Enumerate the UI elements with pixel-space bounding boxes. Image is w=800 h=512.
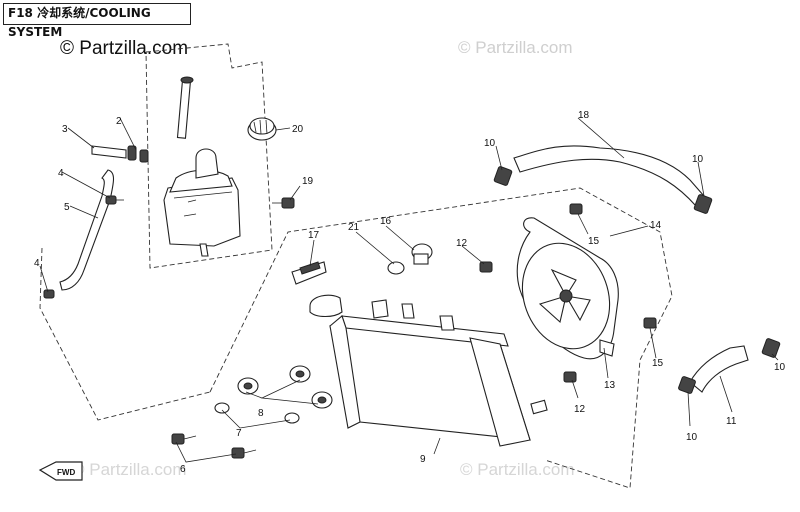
callout-10: 10: [692, 154, 704, 165]
overflow-hose: [59, 169, 115, 291]
callout-4: 4: [34, 258, 40, 269]
o-ring: [387, 261, 405, 275]
fwd-label: FWD: [57, 468, 75, 477]
reservoir-bolt: [272, 197, 295, 209]
clip-12b: [563, 371, 577, 383]
fan-bolt-b: [643, 317, 657, 329]
callout-4: 4: [58, 168, 64, 179]
callout-8: 8: [258, 408, 264, 419]
callout-10: 10: [774, 362, 786, 373]
cooling-fan: [516, 217, 619, 360]
callout-2: 2: [116, 116, 122, 127]
callout-9: 9: [420, 454, 426, 465]
rubber-grommets: [237, 365, 333, 409]
callout-18: 18: [578, 110, 590, 121]
coolant-reservoir: [163, 148, 241, 257]
radiator-fitting: [411, 243, 433, 265]
callout-21: 21: [348, 222, 360, 233]
callout-16: 16: [380, 216, 392, 227]
reservoir-group-outline: [145, 43, 273, 269]
upper-radiator-hose: [513, 145, 705, 207]
hose-clamp-10b: [693, 194, 713, 214]
callout-12: 12: [456, 238, 468, 249]
mounting-bolts: [171, 433, 257, 459]
lower-radiator-hose: [689, 345, 749, 393]
leader-lines: [39, 117, 779, 463]
reservoir-cap: [247, 117, 277, 141]
callout-5: 5: [64, 202, 70, 213]
callout-20: 20: [292, 124, 304, 135]
callout-13: 13: [604, 380, 616, 391]
callout-11: 11: [726, 416, 737, 427]
fan-bolt-a: [569, 203, 583, 215]
upper-reservoir-hose: [91, 145, 127, 159]
hose-group-outline: [39, 247, 211, 421]
clip-12a: [479, 261, 493, 273]
callout-6: 6: [180, 464, 186, 475]
radiator-group-outline: [209, 187, 673, 489]
watermark: © Partzilla.com: [460, 460, 575, 479]
hose-clamp-10d: [761, 338, 781, 358]
callout-7: 7: [236, 428, 242, 439]
callout-10: 10: [686, 432, 698, 443]
callout-12: 12: [574, 404, 586, 415]
hose-clamp: [127, 145, 149, 163]
radiator-bracket: [291, 261, 327, 285]
radiator: [309, 294, 548, 447]
breather-tube-cap: [180, 76, 194, 84]
lower-hose-clamp: [43, 289, 55, 299]
callout-3: 3: [62, 124, 68, 135]
hose-clamp-10a: [493, 166, 513, 186]
callout-17: 17: [308, 230, 320, 241]
diagram-title: F18 冷却系统/COOLING SYSTEM: [3, 3, 191, 39]
watermark: © Partzilla.com: [458, 38, 573, 57]
washers: [214, 402, 300, 424]
callout-15: 15: [588, 236, 600, 247]
callout-10: 10: [484, 138, 496, 149]
callout-15: 15: [652, 358, 664, 369]
watermark: © Partzilla.com: [72, 460, 187, 479]
callout-19: 19: [302, 176, 314, 187]
hose-clamp-10c: [678, 376, 696, 394]
upper-hose-clamp: [105, 195, 124, 205]
breather-tube: [176, 79, 192, 139]
callout-14: 14: [650, 220, 662, 231]
forward-arrow: FWD: [38, 461, 83, 481]
watermark: © Partzilla.com: [60, 38, 189, 59]
